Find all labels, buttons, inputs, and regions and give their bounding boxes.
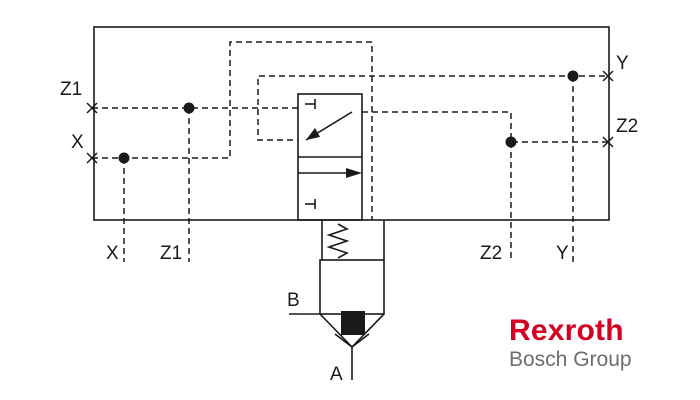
y-drain-line <box>257 75 605 141</box>
port-crosses <box>86 70 614 164</box>
port-label-x-bottom: X <box>106 243 119 264</box>
port-label-z2-bottom: Z2 <box>480 243 502 264</box>
x-port-cross <box>86 152 98 164</box>
port-label-a: A <box>330 364 343 385</box>
valve-housing <box>93 26 610 221</box>
y-port-cross <box>602 70 614 82</box>
spool-valve-symbol <box>297 93 363 221</box>
x-pilot-line <box>92 41 373 220</box>
brand-group: Bosch Group <box>509 348 632 371</box>
brand-name: Rexroth <box>509 314 624 347</box>
straight-arrowhead <box>346 168 362 178</box>
z2-port-cross <box>602 136 614 148</box>
valve-body <box>319 259 385 315</box>
spring-symbol <box>321 220 385 260</box>
z1-port-cross <box>86 102 98 114</box>
z2-line <box>362 111 607 143</box>
junction-dot <box>505 136 517 148</box>
rexroth-logo: Rexroth Bosch Group <box>509 316 632 372</box>
cone-inner <box>334 333 370 349</box>
junction-dot <box>118 152 130 164</box>
port-label-z2: Z2 <box>616 116 638 137</box>
port-label-b: B <box>287 290 300 311</box>
port-label-z1-bottom: Z1 <box>160 243 182 264</box>
port-label-x: X <box>71 132 84 153</box>
junction-dot <box>567 70 579 82</box>
check-ball <box>341 311 365 335</box>
diagonal-arrowhead <box>306 128 320 140</box>
junction-dot <box>183 102 195 114</box>
port-label-y: Y <box>616 53 629 74</box>
port-label-z1: Z1 <box>60 79 82 100</box>
port-label-y-bottom: Y <box>556 243 569 264</box>
